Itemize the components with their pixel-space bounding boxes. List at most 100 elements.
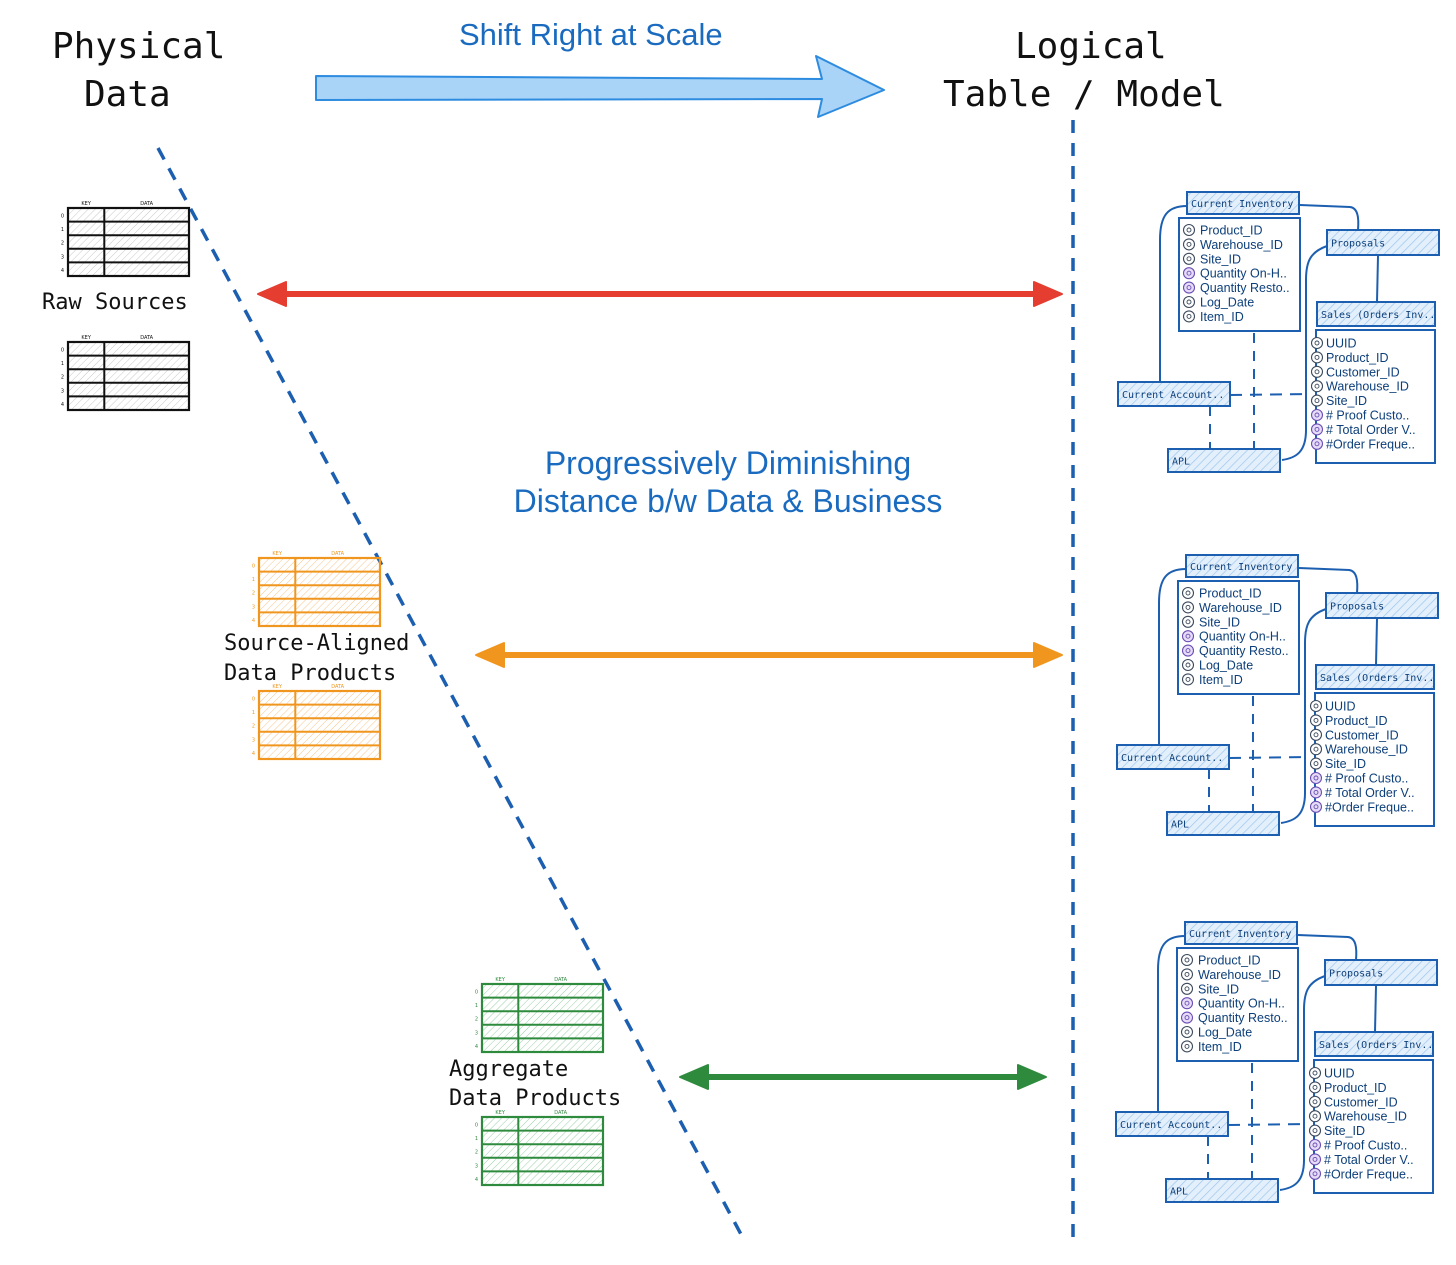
entity-field: Log_Date	[1199, 659, 1253, 673]
physical-title-line2: Data	[84, 74, 171, 115]
table-row-number: 0	[475, 1123, 478, 1129]
table-row-number: 4	[252, 618, 255, 624]
current-inventory-fields-box	[1178, 217, 1301, 332]
sales-orders-fields-box	[1315, 329, 1436, 464]
field-icon-dot	[1186, 299, 1192, 305]
entity-field: # Proof Custo..	[1326, 409, 1409, 423]
entity-field: #Order Freque..	[1326, 437, 1415, 451]
dimension-icon	[1180, 1025, 1194, 1039]
table-data-header: DATA	[554, 1110, 567, 1116]
field-icon-dot	[1184, 1043, 1190, 1049]
table-outline	[66, 340, 191, 412]
dimension-icon	[1182, 238, 1196, 251]
field-icon-dot	[1186, 270, 1192, 276]
table-row-number: 4	[475, 1044, 478, 1050]
double-arrow	[257, 281, 1063, 307]
current-account-header-title: Current Account..	[1122, 390, 1224, 401]
dimension-icon	[1180, 968, 1194, 981]
table-row-number: 1	[61, 227, 64, 233]
measure-icon	[1181, 644, 1195, 657]
dimension-icon	[1310, 336, 1324, 350]
relation-line	[1375, 618, 1378, 666]
table-key-header: KEY	[495, 1110, 505, 1116]
table-row-number: 2	[61, 241, 64, 247]
field-icon-dot	[1312, 1156, 1318, 1162]
logical-title-line1: Logical	[1015, 26, 1167, 67]
current-inventory-fields-box	[1177, 580, 1300, 695]
entity-field: Product_ID	[1326, 351, 1389, 365]
entity-field: UUID	[1326, 337, 1357, 351]
entity-field: UUID	[1324, 1067, 1355, 1081]
field-icon-dot	[1313, 775, 1319, 781]
entity-field: Product_ID	[1325, 714, 1388, 728]
arrow-head-right	[1033, 281, 1063, 307]
current-inventory-header	[1184, 921, 1298, 945]
entity-field: Quantity Resto..	[1198, 1011, 1288, 1025]
entity-field: Quantity On-H..	[1200, 267, 1287, 281]
dimension-icon	[1182, 223, 1196, 237]
current-account-header	[1117, 381, 1231, 407]
dimension-icon	[1181, 586, 1195, 600]
dimension-icon	[1182, 252, 1196, 265]
arrow-head-left	[679, 1064, 709, 1090]
field-icon-dot	[1312, 1113, 1318, 1119]
table-row-number: 0	[61, 348, 64, 354]
dimension-icon	[1181, 673, 1195, 686]
relation-line-dashed	[1227, 1123, 1307, 1126]
field-icon-dot	[1186, 313, 1192, 319]
logical-model-diagram: Current InventoryProduct_IDWarehouse_IDS…	[1115, 921, 1438, 1203]
logical-model-title: Logical Table / Model	[943, 26, 1225, 115]
field-icon-dot	[1185, 604, 1191, 610]
logical-model-diagram: Current InventoryProduct_IDWarehouse_IDS…	[1116, 554, 1439, 836]
entity-field: Quantity Resto..	[1199, 644, 1289, 658]
arrow-head-right	[1017, 1064, 1047, 1090]
relation-line	[1299, 204, 1360, 231]
sales-orders-header-title: Sales (Orders Inv..	[1319, 1040, 1433, 1051]
source-aligned-label-line1: Source-Aligned	[224, 631, 409, 656]
dimension-icon	[1309, 699, 1323, 713]
field-icon-dot	[1313, 703, 1319, 709]
table-key-header: KEY	[81, 335, 91, 341]
table-row-number: 1	[475, 1003, 478, 1009]
sales-orders-fields-box	[1314, 692, 1435, 827]
field-icon-dot	[1312, 1084, 1318, 1090]
entity-field: Quantity On-H..	[1199, 630, 1286, 644]
field-icon-dot	[1184, 1029, 1190, 1035]
entity-field: Warehouse_ID	[1199, 601, 1282, 615]
dimension-icon	[1182, 295, 1196, 309]
current-account-header-title: Current Account..	[1121, 753, 1223, 764]
entity-field: Customer_ID	[1326, 365, 1400, 379]
table-row-number: 2	[252, 724, 255, 730]
current-account-header-title: Current Account..	[1120, 1120, 1222, 1131]
table-row-number: 4	[61, 402, 64, 408]
table-outline	[480, 982, 605, 1054]
shift-right-label: Shift Right at Scale	[459, 17, 723, 52]
field-icon-dot	[1312, 1128, 1318, 1134]
relation-line-dashed	[1229, 393, 1309, 396]
table-row-number: 3	[252, 737, 255, 743]
table-outline	[480, 1115, 605, 1187]
field-icon-dot	[1314, 412, 1320, 418]
current-inventory-header	[1186, 191, 1300, 215]
relation-line	[1158, 568, 1187, 748]
dimension-icon	[1309, 743, 1323, 756]
field-icon-dot	[1314, 354, 1320, 360]
table-outline	[257, 556, 382, 628]
field-icon-dot	[1313, 761, 1319, 767]
entity-field: Product_ID	[1324, 1081, 1387, 1095]
entity-field: Product_ID	[1200, 224, 1263, 238]
dimension-icon	[1310, 351, 1324, 364]
field-icon-dot	[1314, 441, 1320, 447]
proposals-header-title: Proposals	[1329, 969, 1383, 980]
raw-sources-label: Raw Sources	[42, 290, 188, 315]
field-icon-dot	[1313, 789, 1319, 795]
dimension-icon	[1310, 380, 1324, 393]
entity-field: Warehouse_ID	[1326, 380, 1409, 394]
table-row-number: 3	[252, 604, 255, 610]
dimension-icon	[1308, 1124, 1322, 1137]
measure-icon	[1310, 423, 1324, 436]
table-row-number: 2	[475, 1017, 478, 1023]
